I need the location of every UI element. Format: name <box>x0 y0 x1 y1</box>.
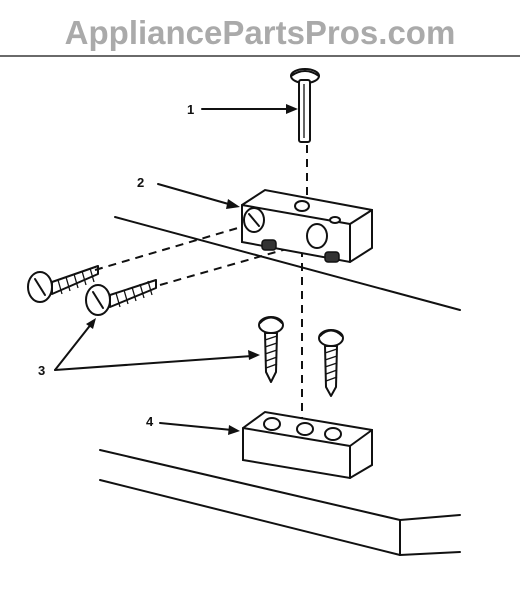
callout-label-2: 2 <box>137 175 145 190</box>
callout-label-4: 4 <box>146 414 154 429</box>
leader-arrows <box>54 104 298 435</box>
screw-vertical-left <box>258 316 284 383</box>
callout-label-1: 1 <box>187 102 195 117</box>
part-3-screws <box>27 265 344 397</box>
screw-horizontal-lower <box>85 279 157 316</box>
part-2-catch-block <box>241 188 373 264</box>
watermark-text: AppliancePartsPros.com <box>64 14 456 51</box>
part-4-strike-block <box>242 410 373 480</box>
callout-label-3: 3 <box>38 363 46 378</box>
mounting-surface <box>99 216 461 556</box>
screw-vertical-right <box>318 329 344 397</box>
screw-horizontal-upper <box>27 265 99 303</box>
alignment-lines <box>94 145 319 420</box>
part-1-pin <box>290 68 320 143</box>
